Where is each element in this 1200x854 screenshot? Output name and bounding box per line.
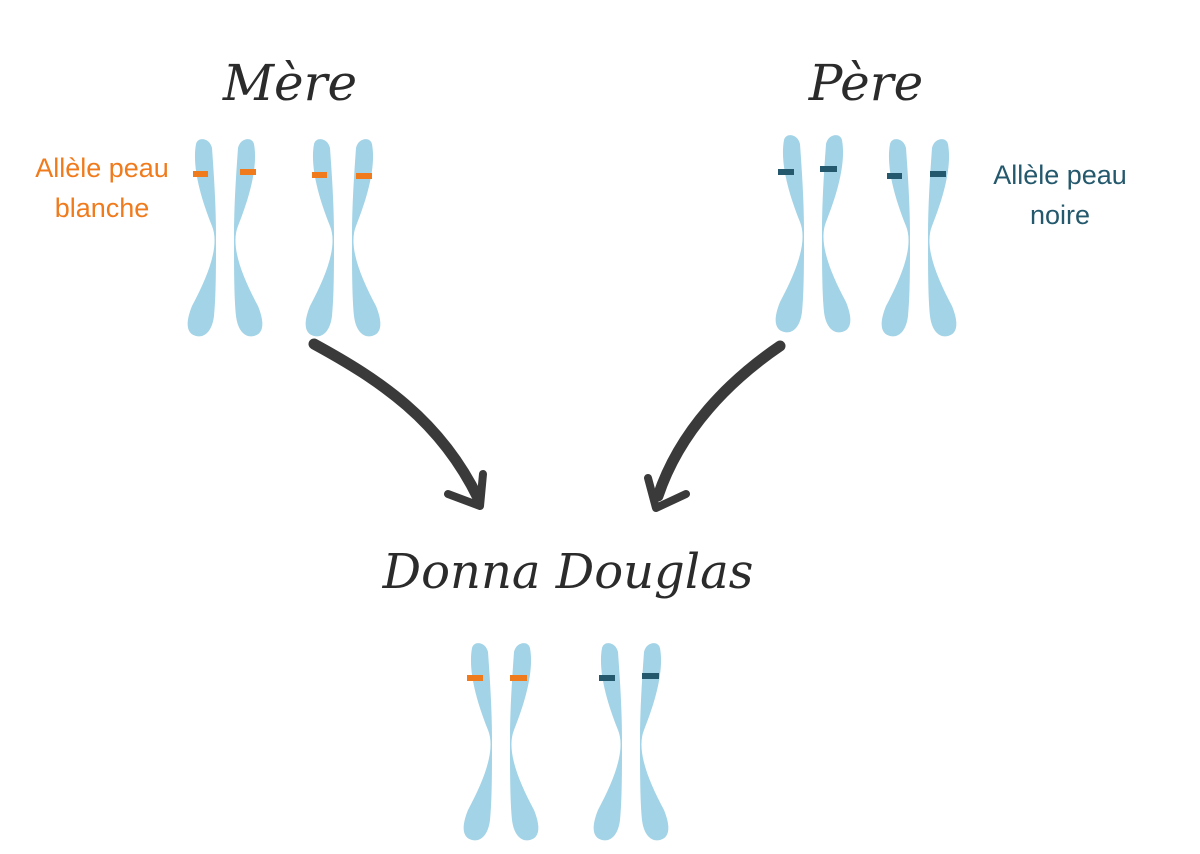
child-title: Donna Douglas	[382, 544, 754, 600]
chromosome-icon	[187, 139, 263, 337]
chromosome-icon	[463, 643, 539, 841]
arrow-icon	[644, 340, 786, 512]
chromosome-icon	[593, 643, 669, 841]
father-allele-label-line1: Allèle peau	[993, 160, 1127, 190]
mother-allele-label-line2: blanche	[55, 193, 150, 223]
father-title: Père	[808, 54, 923, 112]
father-allele-label-line2: noire	[1030, 200, 1090, 230]
mother-chromosome-2	[305, 139, 381, 337]
mother-allele-label-line1: Allèle peau	[35, 153, 169, 183]
child-chromosome-paternal	[593, 643, 669, 841]
chromosome-icon	[775, 135, 851, 333]
mother-chromosome-1	[187, 139, 263, 337]
chromosome-icon	[881, 139, 957, 337]
father-chromosome-1	[775, 135, 851, 333]
father-chromosome-2	[881, 139, 957, 337]
child-chromosome-maternal	[463, 643, 539, 841]
arrow-icon	[308, 338, 487, 510]
chromosome-icon	[305, 139, 381, 337]
mother-title: Mère	[222, 54, 357, 112]
